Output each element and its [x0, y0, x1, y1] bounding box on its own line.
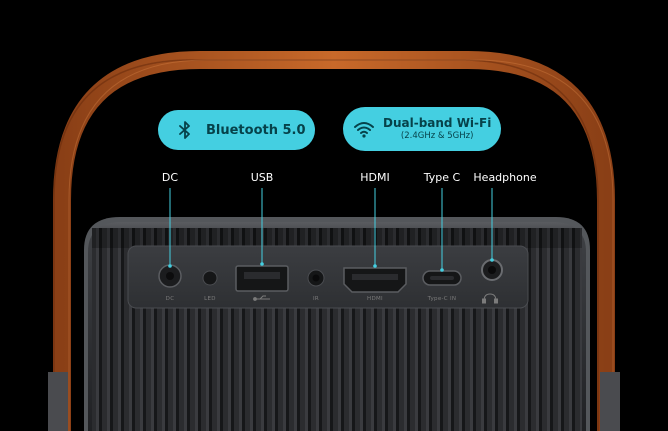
left-hinge — [48, 372, 68, 431]
port-label-typec: Type-C IN — [427, 296, 457, 302]
wifi-badge: Dual-band Wi-Fi (2.4GHz & 5GHz) — [343, 107, 501, 151]
callout-lines — [168, 188, 494, 272]
usb-symbol — [253, 295, 270, 301]
bluetooth-label: Bluetooth 5.0 — [206, 122, 306, 138]
right-hinge — [600, 372, 620, 431]
dc-port — [158, 264, 182, 288]
port-label-ir: IR — [312, 296, 320, 302]
wifi-sublabel: (2.4GHz & 5GHz) — [400, 131, 474, 141]
callout-usb: USB — [250, 171, 274, 184]
wifi-label: Dual-band Wi-Fi — [383, 116, 492, 130]
headphone-jack — [481, 259, 503, 281]
port-label-hdmi: HDMI — [367, 296, 383, 302]
led-indicator — [202, 270, 218, 286]
bluetooth-icon — [179, 121, 190, 139]
wifi-icon — [354, 122, 374, 138]
port-label-dc: DC — [165, 296, 175, 302]
port-label-led: LED — [204, 296, 216, 302]
usb-port — [235, 265, 289, 292]
callout-headphone: Headphone — [473, 171, 537, 184]
ir-receiver — [307, 269, 325, 287]
callout-dc: DC — [161, 171, 179, 184]
hdmi-port — [343, 267, 407, 293]
bluetooth-badge: Bluetooth 5.0 — [158, 110, 315, 150]
leather-handle — [53, 51, 615, 431]
callout-typec: Type C — [423, 171, 461, 184]
callout-hdmi: HDMI — [360, 171, 390, 184]
typec-port — [422, 270, 462, 286]
port-panel — [127, 245, 529, 309]
headphone-symbol — [482, 293, 498, 304]
